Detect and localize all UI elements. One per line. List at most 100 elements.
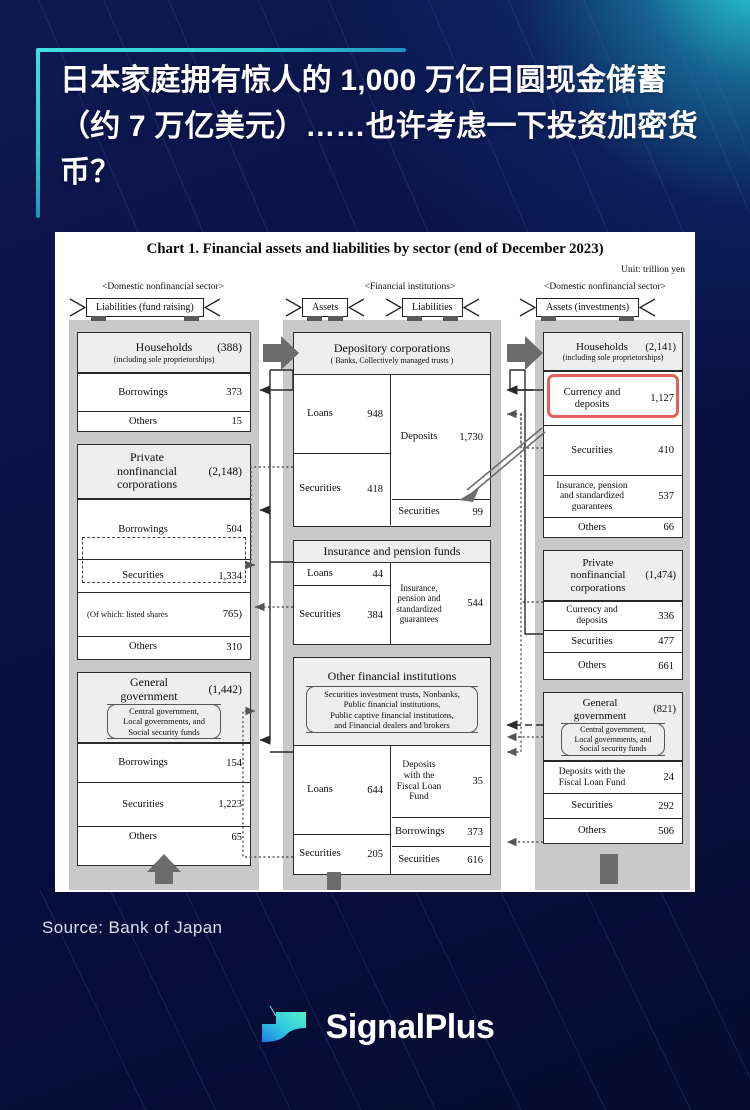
entity-name: Insurance and pension funds — [323, 543, 461, 558]
entity-name: Private nonfinancial corporations — [570, 557, 626, 594]
ribbon-tab — [541, 316, 556, 321]
table-row: Others 506 — [544, 818, 682, 843]
entity-total: (388) — [217, 342, 242, 354]
row-label: Securities — [398, 854, 440, 866]
row-label: Borrowings — [118, 523, 168, 535]
entity-total: (821) — [653, 704, 676, 716]
chevron-left-icon — [348, 298, 365, 317]
chevron-right-icon — [519, 298, 536, 317]
chart-panel: Chart 1. Financial assets and liabilitie… — [55, 232, 695, 892]
row-label: Others — [129, 831, 157, 843]
table-row: Deposits 1,730 — [392, 375, 490, 499]
entity-box-general-government-assets: General government (821) Central governm… — [543, 692, 683, 844]
row-value: 544 — [467, 598, 483, 609]
table-row: Others 65 — [78, 826, 250, 847]
table-row: Securities 477 — [544, 630, 682, 652]
row-value: 65 — [231, 831, 243, 843]
row-value: 66 — [663, 522, 675, 533]
ribbon-assets: Assets — [285, 298, 365, 321]
headline-block: 日本家庭拥有惊人的 1,000 万亿日圆现金储蓄（约 7 万亿美元）……也许考虑… — [36, 44, 726, 220]
row-label: Loans — [307, 567, 333, 579]
row-label: Deposits with the Fiscal Loan Fund — [558, 766, 626, 788]
row-value: 373 — [467, 826, 483, 838]
row-label: Securities — [122, 570, 164, 582]
row-label: Others — [129, 415, 157, 427]
entity-total: (2,148) — [208, 465, 242, 478]
entity-name: General government — [573, 697, 627, 722]
ribbon-tab — [619, 316, 635, 321]
chevron-right-icon — [69, 298, 86, 317]
entity-name: Households — [576, 340, 628, 353]
chart-unit-label: Unit: trillion yen — [621, 265, 685, 275]
row-label: Deposits with the Fiscal Loan Fund — [396, 759, 442, 803]
entity-total: (1,442) — [208, 683, 242, 696]
entity-name: Households — [135, 340, 193, 355]
row-label: Securities — [571, 444, 613, 456]
table-row: Securities 616 — [392, 846, 490, 874]
row-label: Loans — [307, 783, 333, 795]
row-value: 336 — [658, 610, 674, 622]
table-row: Loans 44 — [294, 563, 390, 585]
table-row: Others 310 — [78, 636, 250, 657]
table-row: Securities 99 — [392, 499, 490, 525]
row-label: Securities — [299, 848, 341, 860]
ribbon-liabilities-fund-raising: Liabilities (fund raising) — [69, 298, 221, 321]
chevron-right-icon — [285, 298, 302, 317]
row-label: Currency and deposits — [563, 386, 621, 410]
table-row: Others 661 — [544, 652, 682, 679]
row-value: 24 — [663, 772, 675, 783]
pane-liabilities: Insurance, pension and standardized guar… — [392, 563, 490, 644]
entity-subtitle: ( Banks, Collectively managed trusts ) — [330, 355, 454, 365]
entity-paren-note: Securities investment trusts, Nonbanks, … — [306, 686, 478, 734]
pane-liabilities: Deposits 1,730 Securities 99 — [392, 375, 490, 525]
ribbon-tab — [407, 316, 422, 321]
chevron-left-icon — [203, 298, 221, 317]
table-row: Borrowings 154 — [78, 743, 250, 782]
ribbon-tab — [442, 316, 458, 321]
signalplus-logo-icon — [261, 1005, 306, 1042]
row-label: Securities — [299, 483, 341, 495]
row-label: Securities — [122, 798, 164, 810]
row-value: 410 — [658, 445, 674, 456]
row-label: Loans — [307, 407, 333, 419]
row-label: Borrowings — [118, 757, 168, 769]
row-value: 537 — [658, 491, 674, 502]
row-value: 506 — [658, 825, 674, 837]
source-caption: Source: Bank of Japan — [42, 918, 223, 937]
entity-paren-note: Central government, Local governments, a… — [561, 722, 665, 756]
ribbon-assets-investments: Assets (investments) — [519, 298, 656, 321]
entity-name: Depository corporations — [333, 341, 451, 356]
row-value: 616 — [467, 855, 483, 866]
row-value: 384 — [367, 609, 383, 621]
row-label: Securities — [398, 506, 440, 518]
row-label: Insurance, pension and standardized guar… — [396, 582, 442, 624]
ribbon-tab — [183, 316, 199, 321]
entity-total: (2,141) — [645, 341, 676, 353]
table-row: Others 66 — [544, 517, 682, 537]
ribbon-label: Assets — [312, 302, 339, 313]
entity-name: General government — [120, 675, 178, 703]
chart-title: Chart 1. Financial assets and liabilitie… — [146, 241, 604, 257]
row-value: 1,334 — [218, 570, 242, 582]
table-row: Securities 292 — [544, 793, 682, 818]
pane-assets: Loans 948 Securities 418 — [294, 375, 391, 525]
table-row: Loans 948 — [294, 375, 390, 453]
row-value: 644 — [367, 784, 383, 796]
table-row: Loans 644 — [294, 746, 390, 834]
entity-name: Private nonfinancial corporations — [117, 450, 177, 492]
table-row: Currency and deposits 336 — [544, 601, 682, 630]
sector-label-left: <Domestic nonfinancial sector> — [101, 282, 225, 292]
entity-box-general-government-liabilities: General government (1,442) Central gover… — [77, 672, 251, 866]
table-row: Insurance, pension and standardized guar… — [544, 475, 682, 517]
table-row: Others 15 — [78, 411, 250, 431]
row-value: 154 — [226, 757, 242, 769]
row-value: 205 — [367, 849, 383, 860]
row-value: 661 — [658, 660, 674, 672]
row-value: 1,223 — [218, 799, 242, 810]
row-label: Borrowings — [395, 825, 445, 837]
table-row: Borrowings 373 — [392, 817, 490, 846]
row-label: Insurance, pension and standardized guar… — [556, 480, 628, 512]
brand-logo: SignalPlus — [0, 1002, 750, 1052]
entity-subtitle: (including sole proprietorships) — [113, 354, 215, 364]
